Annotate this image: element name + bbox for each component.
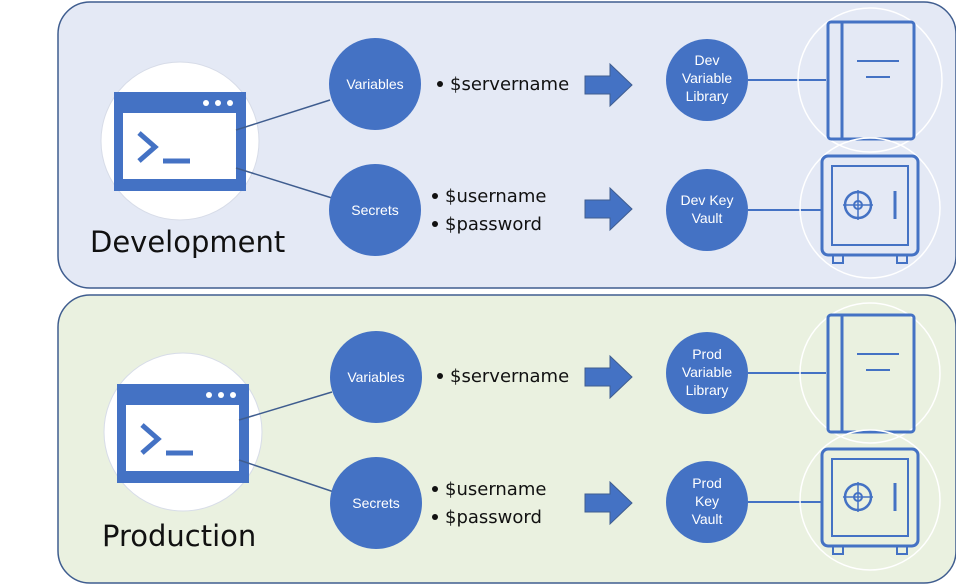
library-book-icon: [799, 302, 941, 444]
secrets-list: $username $password: [432, 479, 546, 528]
target-label-line: Dev: [695, 52, 720, 68]
secrets-list: $username $password: [432, 186, 546, 235]
secrets-label: Secrets: [351, 202, 398, 218]
variable-item: $servername: [450, 74, 569, 95]
target-label-line: Vault: [692, 511, 723, 527]
secret-item: $password: [445, 214, 542, 235]
section-label-production: Production: [102, 519, 256, 553]
arrow-right-icon: [584, 480, 633, 526]
variables-node: Variables: [330, 331, 422, 423]
target-label-line: Variable: [682, 364, 733, 380]
variables-list: $servername: [437, 74, 569, 95]
arrow-right-icon: [584, 186, 633, 232]
target-label-line: Library: [686, 88, 729, 104]
dev-key-vault-node: Dev Key Vault: [666, 169, 748, 251]
section-production: Production Variables $servername Prod Va…: [57, 294, 956, 584]
arrow-right-icon: [584, 354, 633, 400]
target-label-line: Key: [695, 493, 719, 509]
prod-variable-library-node: Prod Variable Library: [666, 332, 748, 414]
terminal-window-icon: [103, 352, 263, 512]
target-label-line: Vault: [692, 210, 723, 226]
vault-safe-icon: [799, 137, 941, 279]
prod-key-vault-node: Prod Key Vault: [666, 461, 748, 543]
arrow-right-icon: [584, 62, 633, 108]
target-label-line: Library: [686, 382, 729, 398]
target-label-line: Dev Key: [681, 192, 734, 208]
secrets-node: Secrets: [329, 164, 421, 256]
section-development: Development Variables $servername Dev Va…: [57, 1, 956, 289]
secrets-node: Secrets: [330, 457, 422, 549]
variables-label: Variables: [347, 369, 404, 385]
secret-item: $password: [445, 507, 542, 528]
target-label-line: Variable: [682, 70, 733, 86]
terminal-window-icon: [100, 61, 260, 221]
secret-item: $username: [445, 186, 546, 207]
variables-label: Variables: [346, 76, 403, 92]
section-label-development: Development: [90, 225, 285, 259]
secrets-label: Secrets: [352, 495, 399, 511]
variable-item: $servername: [450, 366, 569, 387]
library-book-icon: [797, 7, 943, 153]
dev-variable-library-node: Dev Variable Library: [666, 39, 748, 121]
target-label-line: Prod: [692, 475, 722, 491]
variables-node: Variables: [329, 38, 421, 130]
variables-list: $servername: [437, 366, 569, 387]
target-label-line: Prod: [692, 346, 722, 362]
secret-item: $username: [445, 479, 546, 500]
vault-safe-icon: [799, 429, 941, 571]
